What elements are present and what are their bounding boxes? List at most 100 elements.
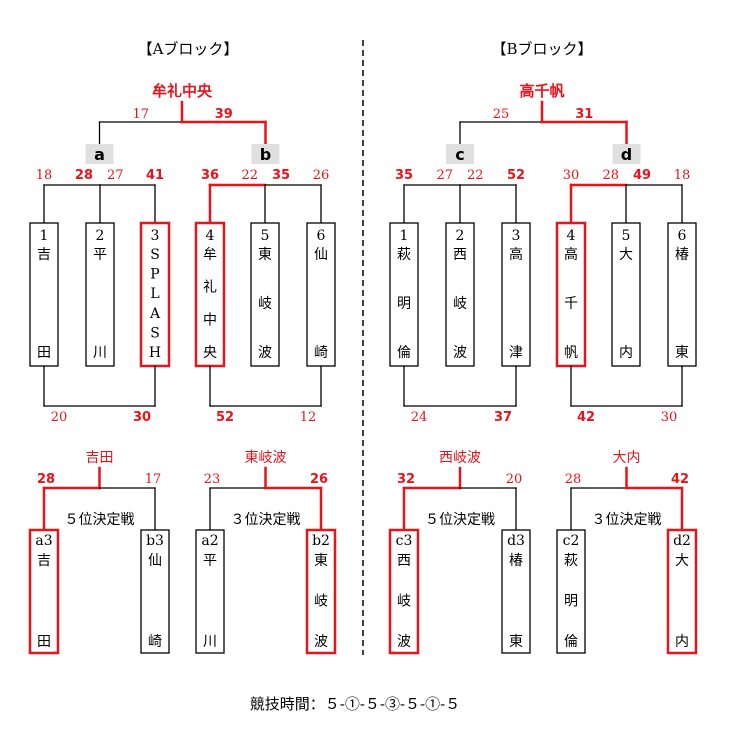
team-name-char: 倫	[397, 345, 411, 361]
team-name-char: 波	[453, 345, 467, 361]
placement-team-box	[305, 528, 337, 655]
placement-team-char: 東	[314, 553, 328, 569]
team-box	[445, 222, 475, 367]
bottom-score-right: 12	[300, 410, 317, 425]
group-label: b	[260, 145, 271, 164]
team-name-char: 帆	[564, 345, 578, 361]
team-box	[611, 222, 641, 367]
score-center-right: 35	[272, 168, 290, 183]
placement-team-char: 萩	[564, 553, 578, 569]
score-right: 41	[146, 168, 164, 183]
team-box	[555, 221, 587, 368]
team-name-char: 波	[258, 345, 272, 361]
placement-winner: 西岐波	[439, 450, 481, 466]
team-name-char: L	[150, 286, 159, 302]
placement-team-char: 岐	[314, 594, 328, 610]
placement-title: ３位決定戦	[592, 512, 662, 528]
team-number: 3	[512, 228, 521, 244]
placement-team-char: 波	[397, 634, 411, 650]
team-number: 4	[567, 228, 576, 244]
placement-winner: 東岐波	[245, 450, 287, 466]
bottom-score-left: 20	[51, 410, 68, 425]
placement-team-char: 波	[314, 634, 328, 650]
team-name-char: 田	[37, 345, 51, 361]
score-left: 18	[36, 168, 53, 183]
placement-score-left: 32	[397, 472, 415, 487]
score-center-left: 28	[75, 168, 93, 183]
team-name-char: H	[149, 345, 161, 361]
placement-team-char: 岐	[397, 594, 411, 610]
score-right: 26	[313, 168, 330, 183]
placement-team-box	[195, 529, 225, 654]
placement-team-char: 倫	[564, 634, 578, 650]
placement-team-char: 椿	[509, 553, 523, 569]
placement-team-char: 川	[203, 634, 217, 650]
block-title: 【Bブロック】	[491, 40, 592, 58]
group-label: c	[455, 145, 464, 164]
score-right: 52	[507, 168, 525, 183]
placement-team-char: 仙	[148, 553, 162, 569]
placement-team-char: 平	[203, 553, 217, 569]
placement-winner: 吉田	[86, 450, 114, 466]
placement-team-char: 吉	[37, 553, 51, 569]
team-name-char: 東	[258, 247, 272, 263]
team-name-char: 央	[203, 345, 217, 361]
placement-team-box	[501, 529, 531, 654]
bottom-score-right: 37	[494, 410, 512, 425]
placement-score-left: 28	[37, 472, 55, 487]
group-label: d	[621, 145, 632, 164]
team-number: 1	[400, 228, 409, 244]
team-name-char: P	[150, 267, 159, 283]
score-center-left: 27	[436, 168, 453, 183]
team-name-char: 東	[675, 345, 689, 361]
group-label: a	[94, 145, 105, 164]
final-score-right: 39	[215, 107, 233, 122]
bottom-score-right: 30	[661, 410, 678, 425]
bottom-score-left: 52	[216, 410, 234, 425]
placement-winner: 大内	[613, 450, 641, 466]
placement-team-box	[388, 528, 420, 655]
team-number: 2	[456, 228, 465, 244]
placement-team-char: 東	[509, 634, 523, 650]
team-name-char: S	[150, 325, 160, 341]
team-name-char: 中	[203, 312, 217, 328]
placement-title: ５位決定戦	[65, 512, 135, 528]
team-box	[250, 222, 280, 367]
bottom-score-right: 30	[133, 410, 151, 425]
score-right: 18	[674, 168, 691, 183]
team-name-char: 高	[564, 246, 578, 263]
team-name-char: 岐	[258, 296, 272, 312]
team-name-char: 岐	[453, 296, 467, 312]
score-left: 35	[395, 168, 413, 183]
score-left: 30	[563, 168, 580, 183]
team-name-char: 礼	[203, 280, 217, 296]
placement-team-number: b3	[146, 533, 164, 549]
placement-team-char: 西	[397, 553, 411, 569]
placement-title: ３位決定戦	[231, 512, 301, 528]
team-name-char: 崎	[314, 345, 328, 361]
placement-team-char: 明	[564, 594, 578, 610]
placement-team-number: a3	[35, 533, 52, 549]
placement-score-right: 26	[310, 472, 328, 487]
team-name-char: 西	[453, 247, 467, 263]
placement-team-char: 崎	[148, 634, 162, 650]
placement-team-char: 内	[675, 634, 689, 650]
placement-team-box	[28, 528, 60, 655]
group-label-box	[446, 144, 474, 164]
team-name-char: 千	[564, 296, 578, 312]
team-number: 6	[317, 228, 326, 244]
team-name-char: 高	[509, 246, 523, 263]
team-name-char: 吉	[37, 247, 51, 263]
champion-name: 牟礼中央	[152, 82, 213, 100]
score-center-right: 22	[467, 168, 484, 183]
team-name-char: 平	[93, 247, 107, 263]
score-left: 36	[201, 168, 219, 183]
team-box	[389, 222, 419, 367]
group-label-box	[251, 144, 280, 164]
team-number: 3	[151, 228, 160, 244]
placement-team-box	[140, 529, 170, 654]
team-name-char: 内	[619, 345, 633, 361]
team-name-char: 明	[397, 296, 411, 312]
